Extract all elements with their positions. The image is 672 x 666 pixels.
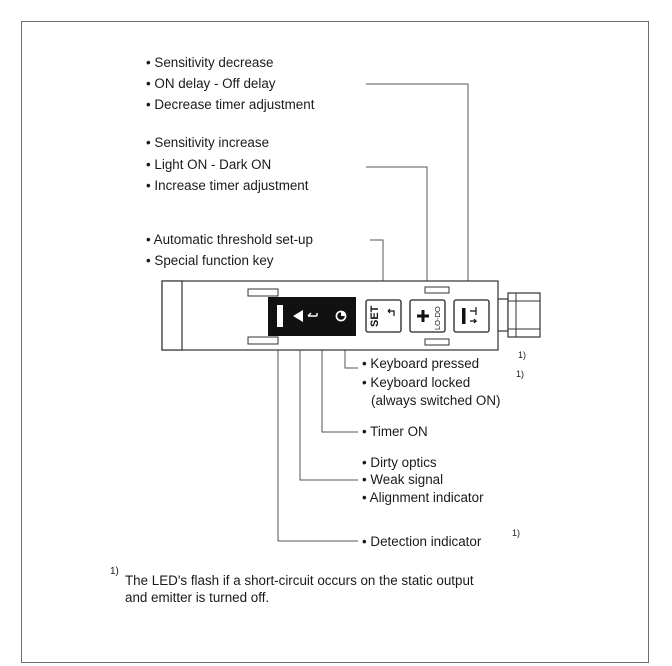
- label-automatic-threshold: • Automatic threshold set-up: [146, 232, 313, 247]
- leader-minus-key: [366, 83, 469, 297]
- timer-arrow-icon: [307, 312, 318, 317]
- set-key-label: SET: [369, 305, 381, 327]
- leader-set-key: [370, 239, 384, 297]
- footnote-ref-keyboard-pressed: 1): [518, 350, 527, 360]
- label-always-switched-on: (always switched ON): [371, 393, 501, 408]
- plus-key: LO-DO: [409, 299, 446, 333]
- leader-keyboard: [344, 343, 358, 369]
- label-special-function-key: • Special function key: [146, 253, 274, 268]
- label-dirty-optics: • Dirty optics: [362, 455, 437, 470]
- plus-key-sublabel: LO-DO: [433, 306, 442, 330]
- footnote-ref-detection: 1): [512, 528, 521, 538]
- footnote-line-1: The LED's flash if a short-circuit occur…: [125, 573, 474, 588]
- leader-plus-key: [366, 166, 428, 297]
- label-alignment-indicator: • Alignment indicator: [362, 490, 484, 505]
- label-detection-indicator: • Detection indicator: [362, 534, 482, 549]
- detection-led: [277, 305, 283, 327]
- label-sensitivity-increase: • Sensitivity increase: [146, 135, 270, 150]
- figure-frame: [21, 21, 649, 663]
- led-panel: [268, 297, 356, 336]
- alignment-led-icon: [293, 310, 303, 322]
- label-keyboard-pressed: • Keyboard pressed: [362, 356, 480, 371]
- label-light-on-dark-on: • Light ON - Dark ON: [146, 157, 272, 172]
- leader-timer: [321, 343, 358, 433]
- leader-detection: [277, 343, 358, 542]
- label-sensitivity-decrease: • Sensitivity decrease: [146, 55, 274, 70]
- label-timer-on: • Timer ON: [362, 424, 428, 439]
- label-weak-signal: • Weak signal: [362, 472, 444, 487]
- label-increase-timer: • Increase timer adjustment: [146, 178, 309, 193]
- label-decrease-timer: • Decrease timer adjustment: [146, 97, 315, 112]
- minus-key: [453, 299, 490, 333]
- footnote-line-2: and emitter is turned off.: [125, 590, 270, 605]
- footnote-marker: 1): [110, 566, 119, 577]
- label-on-delay-off-delay: • ON delay - Off delay: [146, 76, 276, 91]
- label-keyboard-locked: • Keyboard locked: [362, 375, 471, 390]
- leader-optics: [299, 343, 358, 481]
- footnote-ref-keyboard-locked: 1): [516, 369, 525, 379]
- set-key: SET: [365, 299, 402, 333]
